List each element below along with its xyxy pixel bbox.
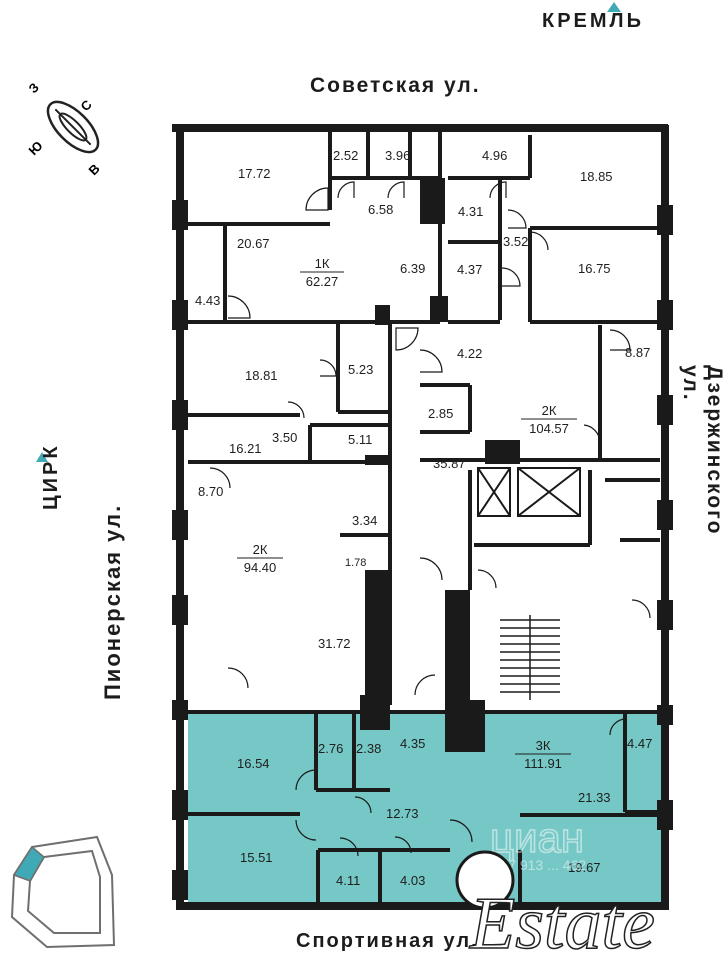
west-arrow-icon: [36, 452, 48, 462]
room-area: 4.35: [400, 736, 425, 751]
room-area: 4.22: [457, 346, 482, 361]
room-area: 3.50: [272, 430, 297, 445]
room-area: 18.85: [580, 169, 613, 184]
room-area: 2.38: [356, 741, 381, 756]
room-area: 31.72: [318, 636, 351, 651]
room-area: 1.78: [345, 557, 366, 569]
apartment-labels: 1К 62.27 2К 104.57 2К 94.40 3К 111.91: [237, 256, 577, 771]
room-area: 18.81: [245, 368, 278, 383]
room-area: 16.21: [229, 441, 262, 456]
room-area: 3.96: [385, 148, 410, 163]
highlighted-apartment: [188, 712, 662, 902]
room-area: 19.67: [568, 860, 601, 875]
room-area: 21.33: [578, 790, 611, 805]
room-area: 6.39: [400, 261, 425, 276]
room-area: 3.52: [503, 234, 528, 249]
apartment-type: 3К: [536, 738, 551, 753]
apartment-type: 1К: [315, 256, 330, 271]
apartment-area: 111.91: [524, 756, 562, 771]
room-area: 17.72: [238, 166, 271, 181]
watermark-phone-text: +7 913 ... 462: [500, 857, 586, 873]
room-area: 8.87: [625, 345, 650, 360]
room-area: 8.70: [198, 484, 223, 499]
watermark-estate-text: Estate: [469, 883, 655, 954]
street-bottom: Спортивная ул.: [296, 930, 479, 952]
elevator-shafts: [477, 467, 581, 517]
estate-logo-icon: [455, 850, 515, 910]
room-area: 15.51: [240, 850, 273, 865]
apartment-type: 2К: [542, 403, 557, 418]
key-plan-icon: [10, 835, 116, 949]
apartment-type: 2К: [253, 542, 268, 557]
room-area: 3.34: [352, 513, 377, 528]
room-area: 16.54: [237, 756, 270, 771]
window-marks: [172, 200, 673, 900]
room-area: 5.11: [348, 432, 372, 447]
room-area: 4.03: [400, 873, 425, 888]
room-area: 16.75: [578, 261, 611, 276]
compass-icon: З С Ю В: [26, 80, 103, 178]
room-area: 6.58: [368, 202, 393, 217]
watermark-estate: Estate: [455, 850, 656, 954]
room-area: 4.43: [195, 293, 220, 308]
watermark-cian-text: циан: [490, 814, 584, 861]
watermark-cian: циан +7 913 ... 462: [489, 813, 586, 873]
room-area: 2.52: [333, 148, 358, 163]
room-area: 4.96: [482, 148, 507, 163]
room-area: 2.76: [318, 741, 343, 756]
apartment-area: 104.57: [529, 421, 569, 436]
apartment-area: 62.27: [306, 274, 339, 289]
apartment-area: 94.40: [244, 560, 277, 575]
door-arcs: [209, 181, 651, 857]
north-arrow-icon: [607, 2, 621, 12]
room-area: 4.31: [458, 204, 483, 219]
room-area: 5.23: [348, 362, 373, 377]
room-area: 4.37: [457, 262, 482, 277]
room-labels: 17.72 2.52 3.96 4.96 18.85 6.58 4.31 3.5…: [195, 148, 652, 888]
room-area: 12.73: [386, 806, 419, 821]
landmark-north: КРЕМЛЬ: [542, 10, 644, 32]
room-area: 4.47: [627, 736, 652, 751]
stairs: [500, 615, 560, 700]
room-area: 2.85: [428, 406, 453, 421]
room-area: 20.67: [237, 236, 270, 251]
room-area: 4.11: [336, 873, 360, 888]
room-area: 35.87: [433, 456, 466, 471]
wall-blocks: [360, 178, 520, 752]
street-top: Советская ул.: [310, 74, 481, 97]
